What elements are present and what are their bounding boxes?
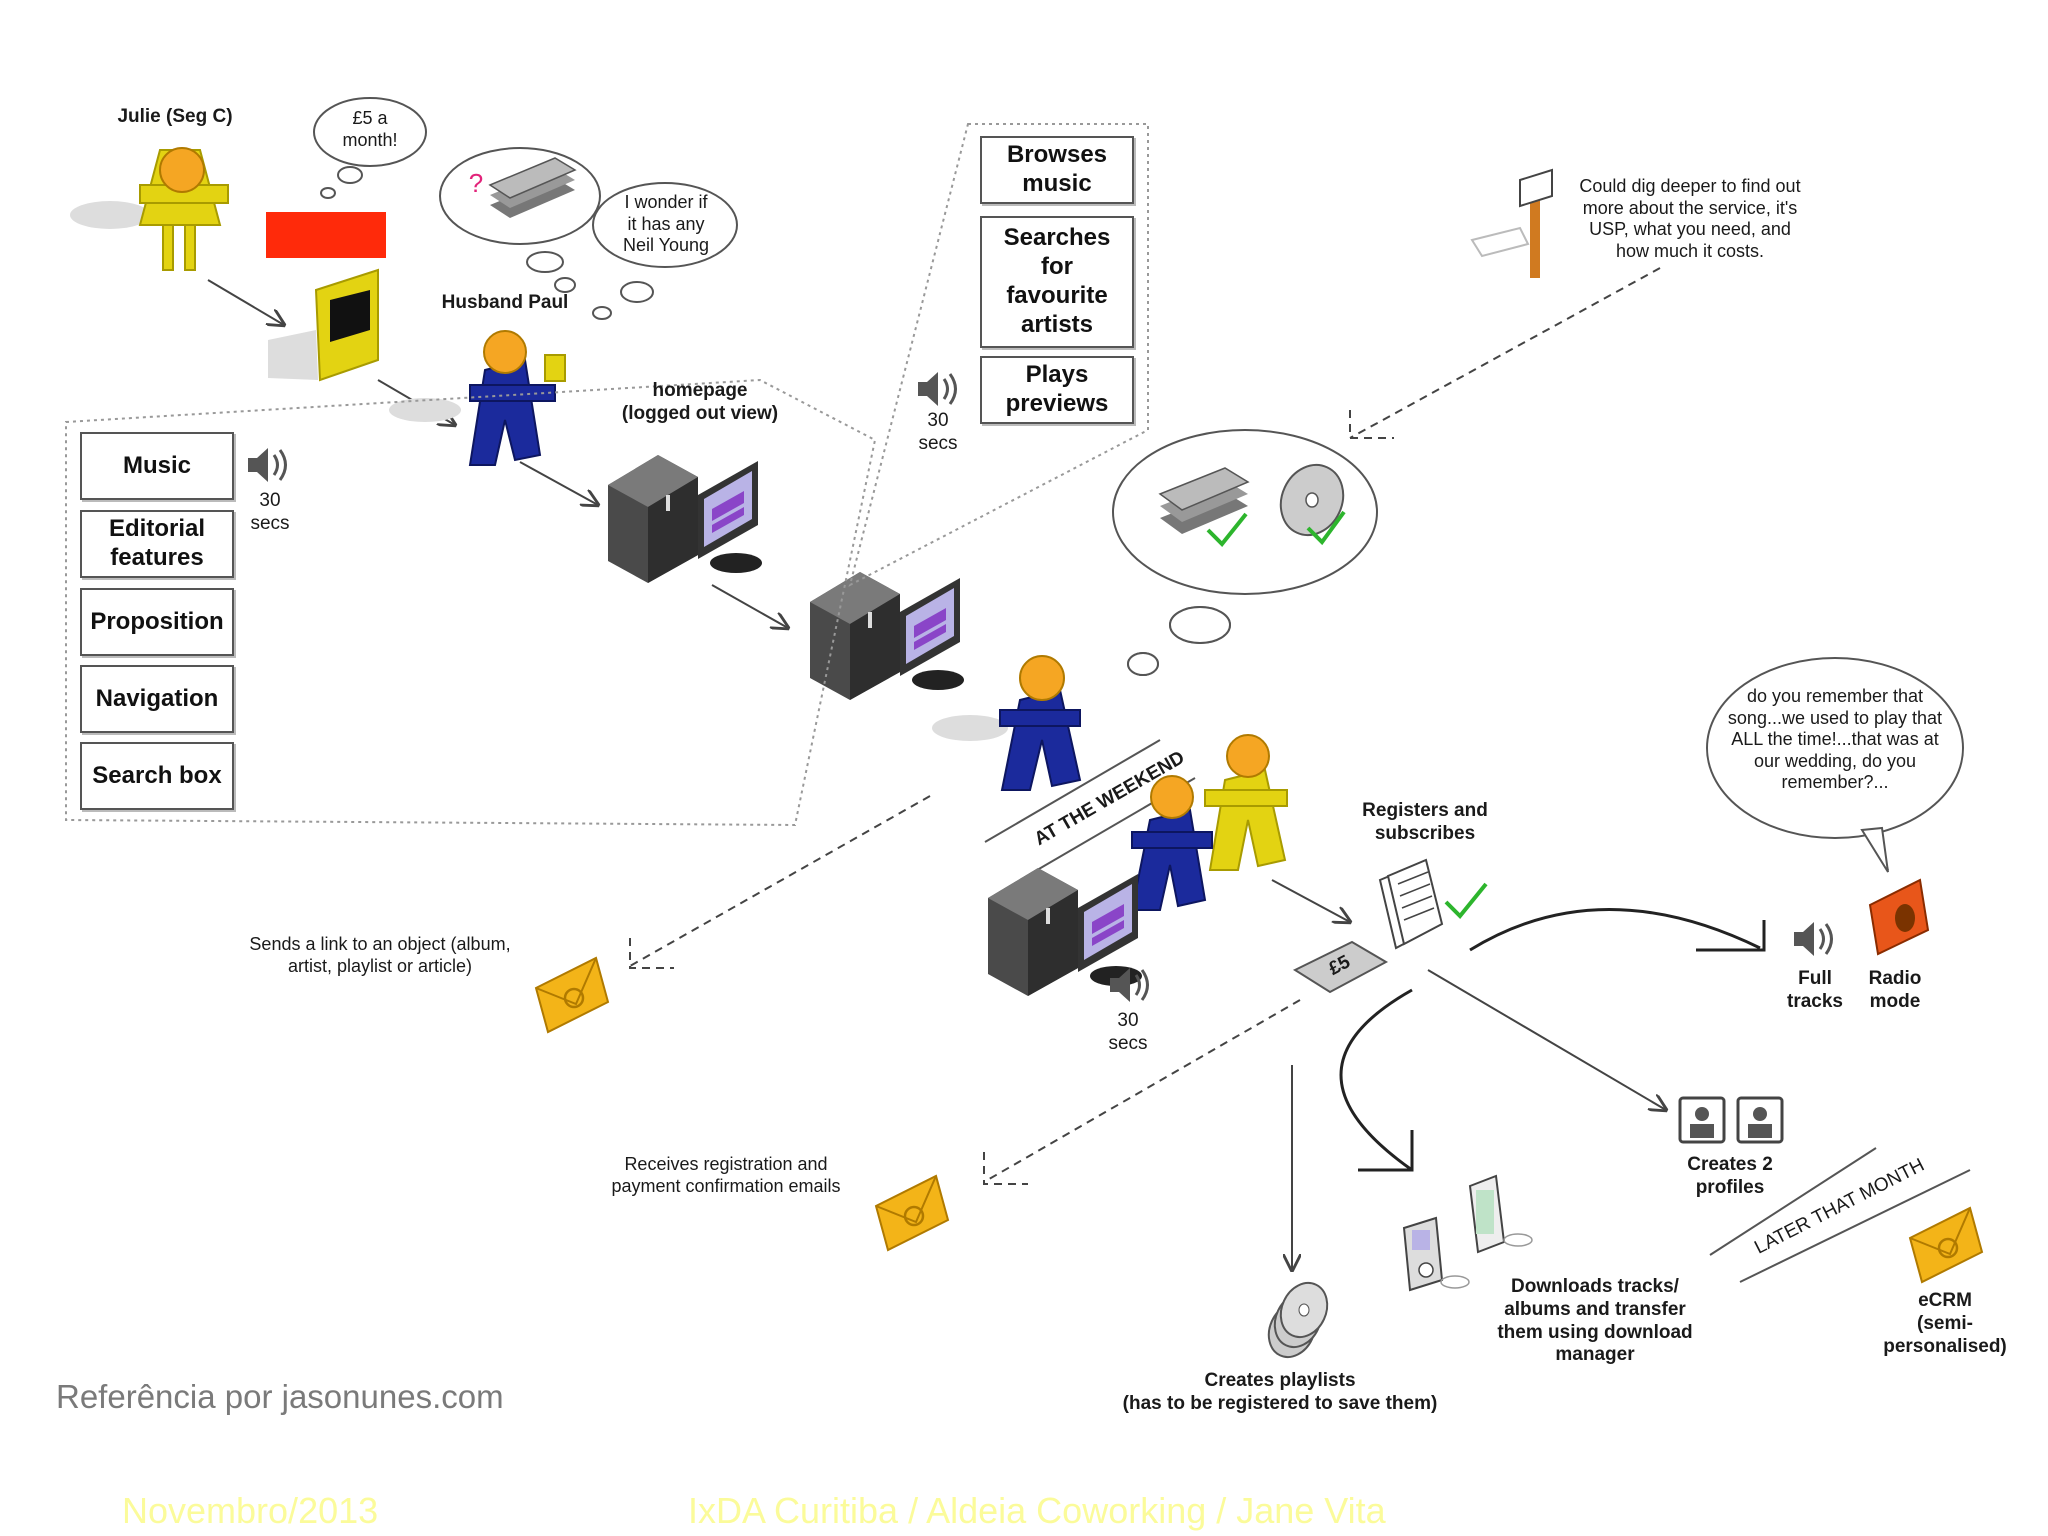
couple-figures-icon — [1130, 734, 1288, 911]
footer-event: IxDA Curitiba / Aldeia Coworking / Jane … — [688, 1490, 1386, 1531]
left-audio-label: 30 secs — [250, 490, 290, 534]
computer-icon — [988, 868, 1142, 996]
left-box-music: Music — [80, 432, 234, 500]
thought-cloud-icon — [313, 97, 427, 199]
registers-label: Registers and subscribes — [1362, 800, 1488, 844]
top-box-searches: Searches for favourite artists — [980, 216, 1134, 348]
profile-icon — [1678, 1096, 1784, 1144]
envelope-icon — [1908, 1206, 1984, 1284]
price-tag-icon — [1292, 940, 1389, 994]
money-icon — [1158, 467, 1250, 547]
computer-icon — [608, 455, 762, 583]
money-icon — [488, 157, 577, 218]
dig-deeper-text: Could dig deeper to find out more about … — [1579, 176, 1801, 261]
receives-email-text: Receives registration and payment confir… — [611, 1154, 841, 1196]
document-icon — [1378, 858, 1488, 950]
downloads-label: Downloads tracks/ albums and transfer th… — [1497, 1276, 1693, 1366]
paul-thought-text: I wonder if it has any Neil Young — [622, 192, 710, 256]
reference-text: Referência por jasonunes.com — [56, 1378, 504, 1415]
paul-label: Husband Paul — [441, 292, 569, 313]
thought-cloud-icon — [1112, 429, 1378, 676]
radio-icon — [1868, 841, 1930, 956]
paul-figure-icon — [389, 330, 566, 466]
left-box-proposition: Proposition — [80, 588, 234, 656]
red-block-icon — [266, 212, 386, 258]
envelope-icon — [534, 956, 610, 1034]
cd-icon — [1267, 1281, 1329, 1359]
computer-icon — [810, 572, 964, 700]
julie-label: Julie (Seg C) — [117, 106, 233, 127]
creates-playlists-label: Creates playlists (has to be registered … — [1122, 1370, 1438, 1414]
remember-bubble-text: do you remember that song...we used to p… — [1727, 686, 1943, 793]
julie-figure-icon — [70, 147, 229, 271]
sends-link-text: Sends a link to an object (album, artist… — [249, 934, 511, 976]
full-tracks-label: Full tracks — [1787, 968, 1843, 1012]
homepage-label: homepage (logged out view) — [621, 380, 779, 424]
left-box-search: Search box — [80, 742, 234, 810]
speaker-icon — [1792, 920, 1833, 958]
paul-figure-icon — [932, 655, 1082, 791]
ecrm-label: eCRM (semi- personalised) — [1883, 1290, 2007, 1357]
question-mark: ? — [468, 168, 484, 198]
magazine-icon — [268, 268, 379, 382]
creates-profiles-label: Creates 2 profiles — [1687, 1154, 1773, 1198]
top-box-plays: Plays previews — [980, 356, 1134, 424]
left-box-editorial: Editorial features — [80, 510, 234, 578]
speaker-icon — [916, 370, 957, 408]
speaker-icon — [246, 446, 287, 484]
weekend-audio-label: 30 secs — [1108, 1010, 1148, 1054]
top-audio-label: 30 secs — [918, 410, 958, 454]
top-box-browses: Browses music — [980, 136, 1134, 204]
julie-thought-text: £5 a month! — [342, 108, 398, 150]
footer-date: Novembro/2013 — [122, 1490, 379, 1531]
cd-icon — [1279, 463, 1346, 546]
left-box-navigation: Navigation — [80, 665, 234, 733]
envelope-icon — [874, 1174, 950, 1252]
signpost-icon — [1470, 168, 1553, 278]
mp3-player-icon — [1402, 1174, 1533, 1292]
radio-mode-label: Radio mode — [1868, 968, 1922, 1012]
speech-bubble-icon — [1706, 657, 1964, 873]
